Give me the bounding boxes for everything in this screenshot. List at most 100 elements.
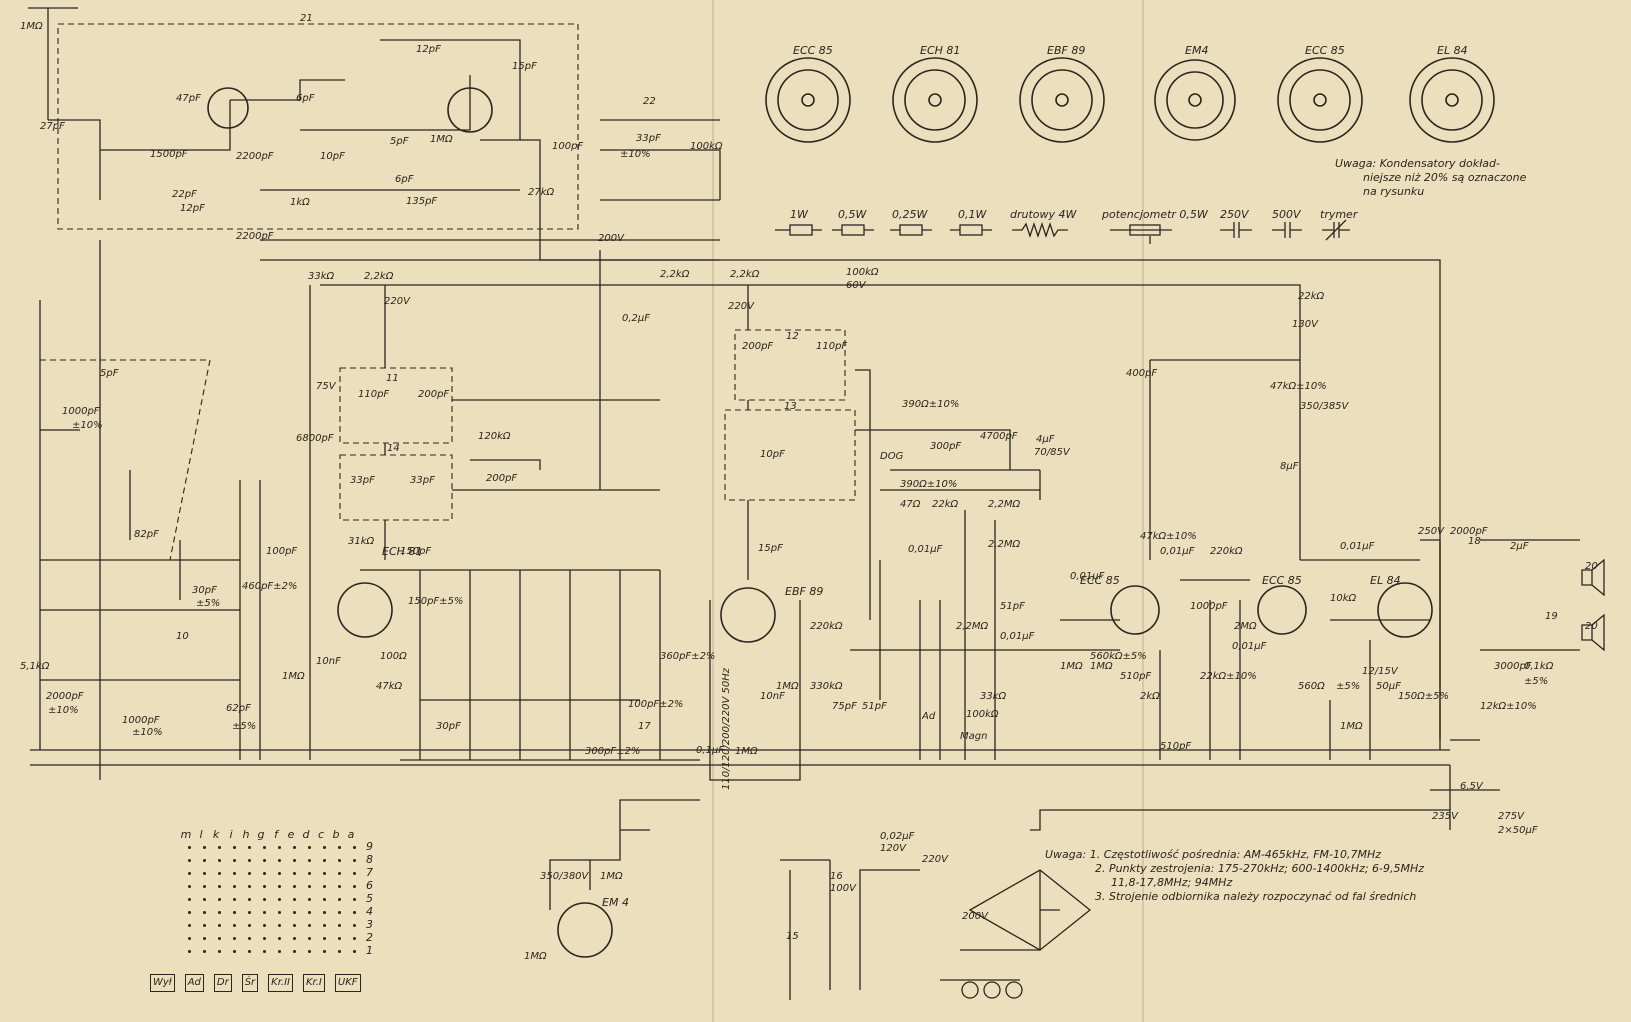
- component-value-label: 0,1μF: [696, 745, 725, 756]
- tolerance-note: Uwaga: Kondensatory dokład- niejsze niż …: [1335, 157, 1565, 199]
- component-value-label: 0,1kΩ: [1524, 661, 1554, 672]
- component-value-label: ±10%: [620, 149, 651, 160]
- matrix-contact: [203, 859, 206, 862]
- matrix-column-label: c: [317, 828, 325, 841]
- matrix-contact: [218, 885, 221, 888]
- matrix-row-label: 6: [366, 879, 373, 892]
- tube-base-label: ECH 81: [920, 44, 961, 57]
- component-value-label: 6pF: [296, 93, 315, 104]
- component-value-label: 235V: [1432, 811, 1458, 822]
- matrix-row-label: 5: [366, 892, 373, 905]
- if-transformer-11: [339, 367, 453, 444]
- component-value-label: 220V: [922, 854, 948, 865]
- tube-label-ecc85-b: ECC 85: [1262, 574, 1302, 587]
- component-value-label: 0,01μF: [1070, 571, 1105, 582]
- component-value-label: 31kΩ: [348, 536, 375, 547]
- matrix-contact: [353, 924, 356, 927]
- matrix-contact: [263, 885, 266, 888]
- component-value-label: 33pF: [636, 133, 661, 144]
- matrix-contact: [248, 846, 251, 849]
- component-value-label: 120kΩ: [478, 431, 511, 442]
- component-value-label: 2000pF: [46, 691, 84, 702]
- matrix-contact: [308, 937, 311, 940]
- if-transformer-14: [339, 454, 453, 521]
- component-value-label: 1000pF: [62, 406, 100, 417]
- component-value-label: 510pF: [1120, 671, 1152, 682]
- component-value-label: 47kΩ: [376, 681, 403, 692]
- matrix-contact: [308, 911, 311, 914]
- matrix-contact: [323, 911, 326, 914]
- tube-label-em4: EM 4: [602, 896, 629, 909]
- component-value-label: 100pF±2%: [628, 699, 684, 710]
- matrix-contact: [233, 924, 236, 927]
- legend-label: 0,1W: [958, 208, 987, 221]
- component-value-label: 4700pF: [980, 431, 1018, 442]
- component-value-label: 100kΩ: [690, 141, 723, 152]
- component-value-label: 220V: [728, 301, 754, 312]
- component-value-label: 400pF: [1126, 368, 1158, 379]
- component-value-label: 275V: [1498, 811, 1524, 822]
- band-switch-button: Kr.II: [268, 974, 293, 992]
- matrix-contact: [278, 859, 281, 862]
- matrix-contact: [278, 872, 281, 875]
- legend-label: trymer: [1320, 208, 1358, 221]
- matrix-contact: [218, 859, 221, 862]
- tolerance-note-line: niejsze niż 20% są oznaczone: [1363, 171, 1527, 184]
- band-switch-button: Śr: [241, 974, 259, 992]
- matrix-contact: [218, 911, 221, 914]
- if-transformer-12: [734, 329, 846, 401]
- component-value-label: 100pF: [266, 546, 298, 557]
- matrix-contact: [263, 859, 266, 862]
- component-value-label: 6pF: [395, 174, 414, 185]
- note-line: 11,8-17,8MHz; 94MHz: [1111, 876, 1233, 889]
- component-value-label: 130V: [1292, 319, 1318, 330]
- matrix-contact: [203, 885, 206, 888]
- matrix-contact: [203, 846, 206, 849]
- matrix-contact: [338, 911, 341, 914]
- matrix-contact: [263, 911, 266, 914]
- component-value-label: 1MΩ: [1090, 661, 1113, 672]
- rectifier-bridge: [968, 869, 1092, 951]
- legend-label: drutowy 4W: [1010, 208, 1077, 221]
- component-value-label: 1MΩ: [735, 746, 758, 757]
- matrix-column-label: e: [287, 828, 295, 841]
- component-value-label: 62pF: [226, 703, 251, 714]
- matrix-contact: [353, 950, 356, 953]
- component-value-label: 1MΩ: [524, 951, 547, 962]
- legend-label: potencjometr 0,5W: [1102, 208, 1208, 221]
- matrix-contact: [248, 937, 251, 940]
- matrix-contact: [248, 885, 251, 888]
- component-value-label: 2200pF: [236, 231, 274, 242]
- component-value-label: 1000pF: [122, 715, 160, 726]
- component-value-label: ±10%: [72, 420, 103, 431]
- component-value-label: 330kΩ: [810, 681, 843, 692]
- component-value-label: 1kΩ: [290, 197, 310, 208]
- component-value-label: 3000pF: [1494, 661, 1532, 672]
- matrix-contact: [278, 950, 281, 953]
- component-value-label: 150pF: [400, 546, 432, 557]
- component-value-label: 135pF: [406, 196, 438, 207]
- matrix-contact: [248, 924, 251, 927]
- matrix-contact: [218, 950, 221, 953]
- component-value-label: 33kΩ: [980, 691, 1007, 702]
- component-value-label: 19: [1545, 611, 1558, 622]
- component-value-label: 0,01μF: [1232, 641, 1267, 652]
- matrix-contact: [188, 937, 191, 940]
- component-value-label: 110/120/200/220V 50Hz: [721, 668, 732, 790]
- component-value-label: 100pF: [552, 141, 584, 152]
- component-value-label: Ad: [922, 711, 936, 722]
- matrix-contact: [293, 859, 296, 862]
- matrix-contact: [248, 950, 251, 953]
- component-value-label: 1MΩ: [1340, 721, 1363, 732]
- component-value-label: 14: [387, 443, 400, 454]
- matrix-contact: [203, 924, 206, 927]
- matrix-contact: [338, 898, 341, 901]
- matrix-contact: [353, 859, 356, 862]
- band-switch-button: Kr.I: [303, 974, 325, 992]
- component-value-label: 120V: [880, 843, 906, 854]
- component-value-label: 22kΩ±10%: [1200, 671, 1257, 682]
- note-line: 3. Strojenie odbiornika należy rozpoczyn…: [1095, 890, 1417, 903]
- matrix-contact: [188, 859, 191, 862]
- component-value-label: 27kΩ: [528, 187, 555, 198]
- matrix-contact: [248, 911, 251, 914]
